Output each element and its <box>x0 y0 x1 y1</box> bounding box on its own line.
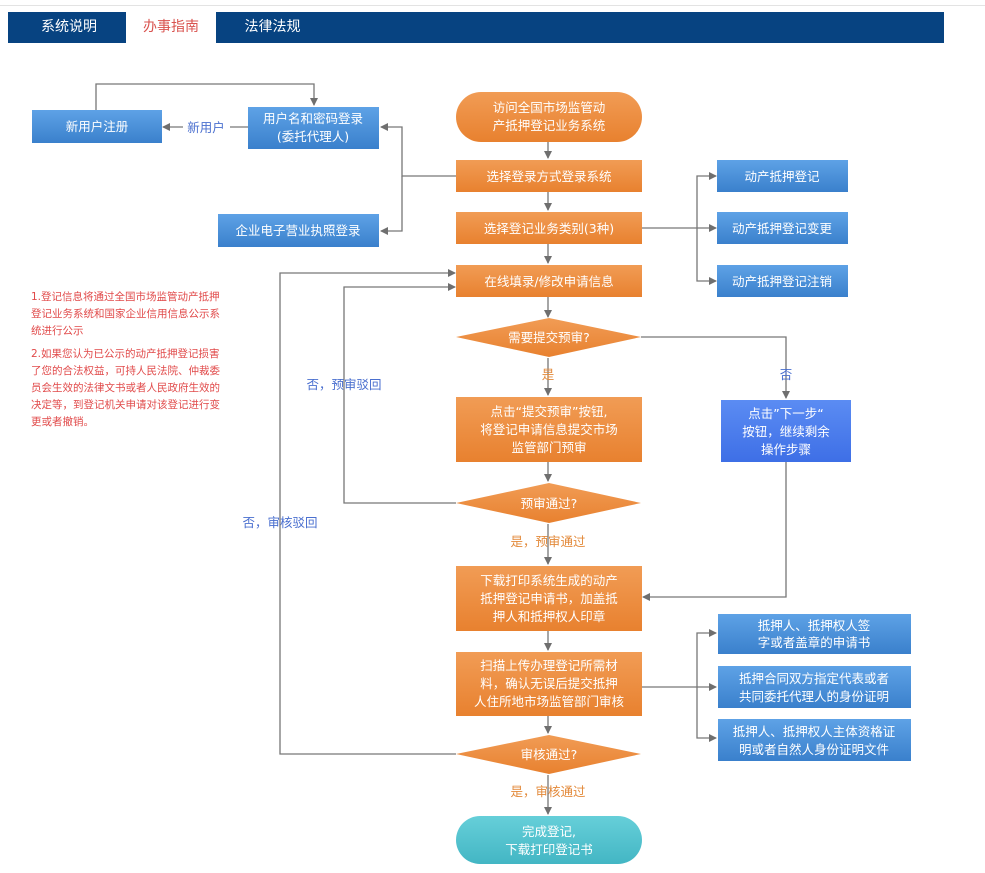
box-label: 按钮，继续剩余 <box>742 424 830 439</box>
type-cancel-box: 动产抵押登记注销 <box>717 265 848 297</box>
box-label: 动产抵押登记变更 <box>732 221 833 236</box>
new-user-register-box: 新用户注册 <box>32 110 162 143</box>
tab-laws[interactable]: 法律法规 <box>244 19 301 35</box>
type-register-box: 动产抵押登记 <box>717 160 848 192</box>
decision-label: 审核通过? <box>521 747 578 762</box>
box-label: 选择登记业务类别(3种) <box>484 221 614 236</box>
fill-form-box: 在线填录/修改申请信息 <box>456 265 642 297</box>
box-label: 点击“提交预审”按钮, <box>491 404 608 419</box>
box-label: 共同委托代理人的身份证明 <box>739 689 889 704</box>
top-divider <box>0 5 985 6</box>
notes-panel: 1.登记信息将通过全国市场监管动产抵押登记业务系统和国家企业信用信息公示系统进行… <box>31 289 226 437</box>
box-label: (委托代理人) <box>277 129 349 144</box>
note-item: 2.如果您认为已公示的动产抵押登记损害了您的合法权益，可持人民法院、仲裁委员会生… <box>31 348 220 428</box>
box-label: 点击”下一步“ <box>748 406 823 421</box>
box-label: 抵押人、抵押权人主体资格证 <box>733 724 896 739</box>
box-label: 监管部门预审 <box>511 440 586 455</box>
box-label: 人住所地市场监管部门审核 <box>474 694 625 709</box>
box-label: 抵押登记申请书，加盖抵 <box>480 591 618 606</box>
box-label: 押人和抵押权人印章 <box>493 609 606 624</box>
box-label: 新用户注册 <box>66 119 129 134</box>
label-prereview-reject: 否，预审驳回 <box>306 377 381 392</box>
decision-label: 预审通过? <box>521 496 578 511</box>
box-label: 将登记申请信息提交市场 <box>480 422 618 437</box>
label-review-pass: 是，审核通过 <box>510 784 586 799</box>
submit-prereview-box: 点击“提交预审”按钮, 将登记申请信息提交市场 监管部门预审 <box>456 397 642 462</box>
scan-upload-box: 扫描上传办理登记所需材 料，确认无误后提交抵押 人住所地市场监管部门审核 <box>456 652 642 716</box>
select-login-box: 选择登录方式登录系统 <box>456 160 642 192</box>
doc-application-box: 抵押人、抵押权人签 字或者盖章的申请书 <box>718 614 911 654</box>
box-label: 抵押人、抵押权人签 <box>758 618 871 633</box>
select-type-box: 选择登记业务类别(3种) <box>456 212 642 244</box>
box-label: 用户名和密码登录 <box>263 111 363 126</box>
box-label: 抵押合同双方指定代表或者 <box>739 671 889 686</box>
box-label: 操作步骤 <box>761 442 811 457</box>
label-no: 否 <box>780 367 793 382</box>
finish-node: 完成登记, 下载打印登记书 <box>456 816 642 864</box>
tab-system-intro[interactable]: 系统说明 <box>41 19 97 35</box>
download-print-box: 下载打印系统生成的动产 抵押登记申请书，加盖抵 押人和抵押权人印章 <box>456 566 642 631</box>
box-label: 明或者自然人身份证明文件 <box>739 742 889 757</box>
password-login-box: 用户名和密码登录 (委托代理人) <box>248 107 379 149</box>
label-new-user: 新用户 <box>187 120 225 135</box>
label-prereview-pass: 是，预审通过 <box>510 534 586 549</box>
box-label: 动产抵押登记 <box>744 169 820 184</box>
license-login-box: 企业电子营业执照登录 <box>218 214 379 247</box>
need-prereview-decision: 需要提交预审? <box>456 318 641 357</box>
box-label: 下载打印系统生成的动产 <box>480 573 618 588</box>
box-label: 在线填录/修改申请信息 <box>484 274 613 289</box>
decision-label: 需要提交预审? <box>508 330 590 345</box>
tab-guide[interactable]: 办事指南 <box>126 12 216 43</box>
connector-lines <box>95 83 790 815</box>
finish-node-line: 完成登记, <box>522 824 576 839</box>
start-node-line: 访问全国市场监管动 <box>493 100 606 115</box>
note-item: 1.登记信息将通过全国市场监管动产抵押登记业务系统和国家企业信用信息公示系统进行… <box>31 291 220 337</box>
doc-identity-box: 抵押合同双方指定代表或者 共同委托代理人的身份证明 <box>718 666 911 708</box>
box-label: 选择登录方式登录系统 <box>486 169 611 184</box>
box-label: 字或者盖章的申请书 <box>758 635 871 650</box>
next-step-box: 点击”下一步“ 按钮，继续剩余 操作步骤 <box>721 400 851 462</box>
finish-node-line: 下载打印登记书 <box>505 842 593 857</box>
box-label: 动产抵押登记注销 <box>732 274 832 289</box>
review-pass-decision: 审核通过? <box>456 735 641 774</box>
start-node: 访问全国市场监管动 产抵押登记业务系统 <box>456 92 642 142</box>
doc-qualification-box: 抵押人、抵押权人主体资格证 明或者自然人身份证明文件 <box>718 719 911 761</box>
tab-bar: 系统说明 办事指南 法律法规 <box>8 12 944 43</box>
box-label: 料，确认无误后提交抵押 <box>480 676 618 691</box>
start-node-line: 产抵押登记业务系统 <box>493 118 606 133</box>
box-label: 企业电子营业执照登录 <box>235 223 360 238</box>
type-change-box: 动产抵押登记变更 <box>717 212 848 244</box>
label-yes: 是 <box>542 367 555 382</box>
label-review-reject: 否，审核驳回 <box>242 515 317 530</box>
prereview-pass-decision: 预审通过? <box>456 483 641 523</box>
box-label: 扫描上传办理登记所需材 <box>480 658 618 673</box>
